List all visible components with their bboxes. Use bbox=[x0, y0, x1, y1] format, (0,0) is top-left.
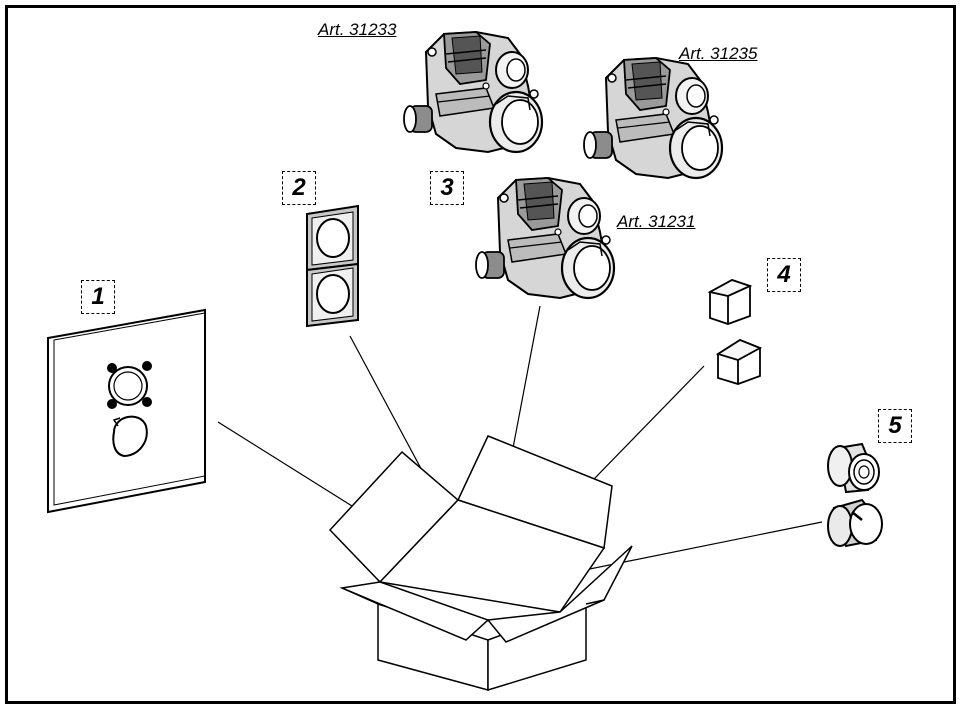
article-label-31231: Art. 31231 bbox=[617, 212, 696, 231]
cardboard-box bbox=[328, 435, 633, 692]
caps-item bbox=[707, 279, 763, 385]
item-number-2: 2 bbox=[282, 171, 316, 205]
frames-item bbox=[306, 204, 359, 328]
item-number-3: 3 bbox=[430, 171, 464, 205]
article-label-31233: Art. 31233 bbox=[318, 20, 397, 39]
item-number-1: 1 bbox=[81, 280, 115, 314]
item-number-5: 5 bbox=[878, 409, 912, 443]
valve-31231 bbox=[474, 176, 616, 300]
panel-item bbox=[47, 308, 206, 514]
knobs-item bbox=[827, 442, 883, 548]
article-label-31235: Art. 31235 bbox=[679, 44, 758, 63]
valve-31233 bbox=[402, 30, 544, 154]
valve-31235 bbox=[582, 56, 724, 180]
item-number-4: 4 bbox=[767, 258, 801, 292]
